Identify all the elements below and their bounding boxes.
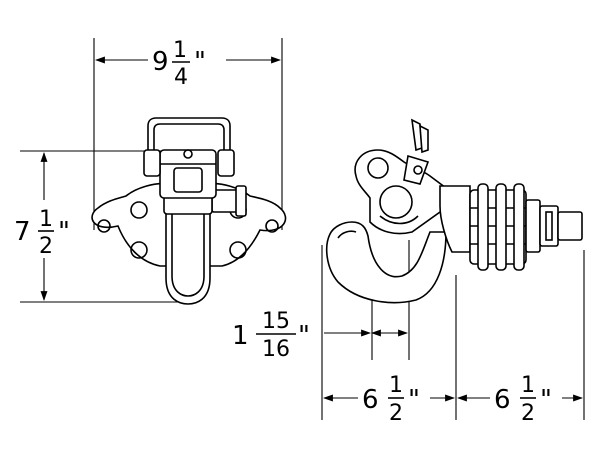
shank-length-dimension: 6 1 2 " bbox=[457, 373, 583, 426]
shank-length-denominator: 2 bbox=[521, 401, 535, 426]
hook-throat-whole: 1 bbox=[232, 321, 249, 351]
hook-throat-dimension: 1 15 16 " bbox=[232, 309, 408, 362]
shank-length-unit: " bbox=[540, 385, 552, 415]
hook-length-numerator: 1 bbox=[389, 373, 403, 398]
hook-length-denominator: 2 bbox=[389, 401, 403, 426]
front-width-denominator: 4 bbox=[174, 65, 188, 90]
front-height-dimension: 7 1 2 " bbox=[14, 152, 70, 301]
shank-length-whole: 6 bbox=[494, 385, 511, 415]
front-width-numerator: 1 bbox=[173, 38, 187, 63]
front-width-whole: 9 bbox=[152, 47, 169, 77]
shank-length-numerator: 1 bbox=[521, 373, 535, 398]
hook-throat-unit: " bbox=[298, 321, 310, 351]
front-view bbox=[20, 38, 287, 305]
front-height-denominator: 2 bbox=[39, 234, 53, 259]
front-width-dimension: 9 1 4 " bbox=[95, 38, 281, 90]
front-height-whole: 7 bbox=[14, 217, 31, 247]
front-height-numerator: 1 bbox=[39, 207, 53, 232]
hook-length-whole: 6 bbox=[362, 385, 379, 415]
hook-throat-numerator: 15 bbox=[262, 309, 290, 334]
hook-length-unit: " bbox=[408, 385, 420, 415]
front-width-unit: " bbox=[194, 47, 206, 77]
side-view bbox=[321, 118, 585, 420]
hook-length-dimension: 6 1 2 " bbox=[323, 373, 455, 426]
hook-throat-denominator: 16 bbox=[262, 337, 290, 362]
front-height-unit: " bbox=[58, 217, 70, 247]
